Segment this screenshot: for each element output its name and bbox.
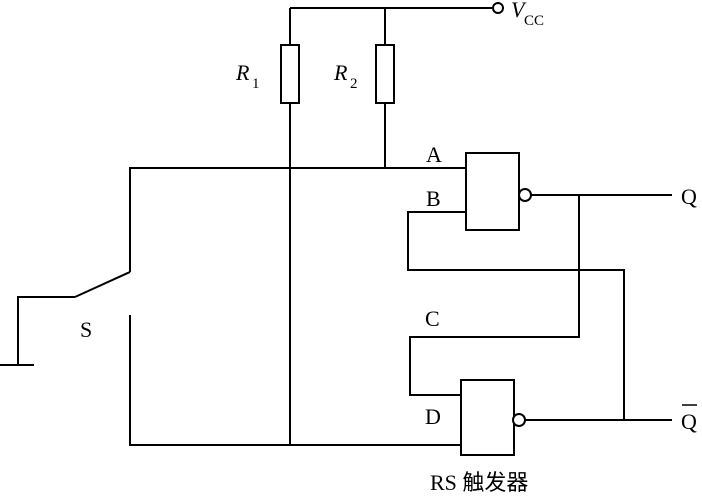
switch-label: S: [80, 317, 92, 342]
vcc-rail: [289, 7, 492, 45]
inverter-bubble-lower: [512, 413, 526, 427]
nand-gate-upper: [465, 152, 532, 231]
output-q-label: Q: [681, 184, 697, 209]
r2-subscript: 2: [350, 76, 358, 92]
node-b-label: B: [426, 186, 441, 211]
output-q-bar-label: Q: [681, 409, 697, 434]
node-c-label: C: [425, 306, 440, 331]
vcc-subscript: CC: [524, 13, 544, 29]
resistor-r1: [280, 44, 300, 104]
vcc-label: V: [511, 0, 527, 22]
r1-label: R: [235, 60, 250, 85]
node-a-label: A: [426, 142, 442, 167]
switch-blade: [74, 271, 131, 298]
rs-flipflop-caption: RS 触发器: [430, 470, 528, 495]
nand-gate-lower: [460, 379, 526, 456]
r2-label: R: [333, 60, 348, 85]
r1-subscript: 1: [252, 76, 260, 92]
circuit-wires: [0, 103, 672, 446]
resistor-r2: [375, 44, 395, 104]
node-d-label: D: [425, 404, 441, 429]
inverter-bubble-upper: [518, 188, 532, 202]
vcc-terminal: [492, 2, 504, 14]
